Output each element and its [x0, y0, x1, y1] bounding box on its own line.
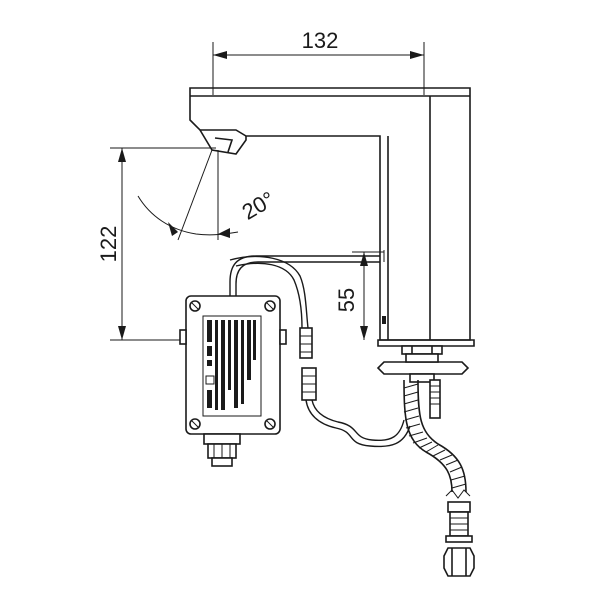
dimension-132: 132 [212, 28, 425, 95]
dimension-label-20-deg: 20° [238, 186, 279, 224]
dimension-label-55: 55 [334, 288, 359, 312]
label-plate-text-marks [205, 320, 256, 410]
dimension-55: 55 [334, 251, 384, 340]
faucet-body [189, 87, 475, 347]
sensor-cable [229, 255, 411, 448]
dimension-label-132: 132 [302, 28, 339, 53]
supply-hose [403, 379, 475, 577]
control-box [179, 295, 287, 467]
dimension-angle-20: 20° [137, 149, 279, 241]
mounting-hardware [376, 345, 470, 419]
dimension-122: 122 [96, 147, 216, 341]
dimension-label-122: 122 [96, 226, 121, 263]
